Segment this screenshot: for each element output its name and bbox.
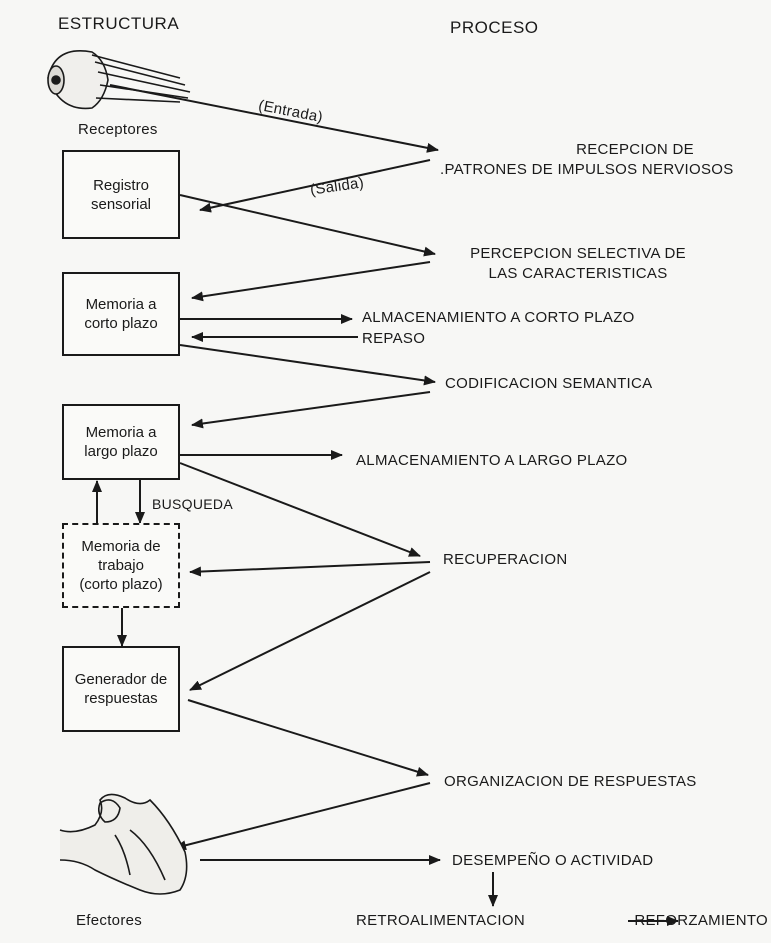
process-retrieval: RECUPERACION — [443, 551, 568, 568]
eye-icon — [47, 50, 191, 110]
arrow-input — [109, 84, 439, 153]
arrow-perception-to-stm — [191, 261, 431, 302]
process-reinforcement: REFORZAMIENTO — [634, 912, 768, 929]
effectors-label: Efectores — [76, 912, 143, 929]
process-response-organization: ORGANIZACION DE RESPUESTAS — [444, 773, 697, 790]
working-memory-box: Memoria de trabajo (corto plazo) — [62, 523, 180, 608]
sensory-register-box: Registro sensorial — [62, 150, 180, 239]
structure-header: ESTRUCTURA — [58, 14, 180, 33]
process-perception: PERCEPCION SELECTIVA DE LAS CARACTERISTI… — [448, 244, 708, 284]
arrow-sensory-to-perception — [179, 194, 436, 257]
response-generator-box: Generador de respuestas — [62, 646, 180, 732]
arrow-stm-to-coding — [179, 344, 436, 386]
perception-line1: PERCEPCION SELECTIVA DE — [470, 245, 686, 262]
arrow-organization-to-effectors — [174, 782, 431, 851]
process-header: PROCESO — [450, 18, 539, 37]
reception-line1: RECEPCION DE — [576, 141, 694, 158]
arrow-retrieval-to-generator — [189, 571, 431, 691]
process-performance: DESEMPEÑO O ACTIVIDAD — [452, 852, 654, 869]
process-short-term-storage: ALMACENAMIENTO A CORTO PLAZO — [362, 309, 635, 326]
reception-line2: .PATRONES DE IMPULSOS NERVIOSOS — [440, 161, 734, 178]
process-reception: RECEPCION DE .PATRONES DE IMPULSOS NERVI… — [440, 140, 770, 180]
arrow-retrieval-to-wm — [189, 561, 431, 577]
perception-line2: LAS CARACTERISTICAS — [488, 265, 668, 282]
arrow-ltm-to-retrieval — [179, 462, 421, 557]
arrow-generator-to-organization — [187, 699, 429, 777]
long-term-memory-box: Memoria a largo plazo — [62, 404, 180, 480]
receptors-label: Receptores — [78, 121, 158, 138]
process-long-term-storage: ALMACENAMIENTO A LARGO PLAZO — [356, 452, 628, 469]
process-feedback: RETROALIMENTACION — [356, 912, 526, 929]
arrow-coding-to-ltm — [191, 391, 431, 429]
short-term-memory-box: Memoria a corto plazo — [62, 272, 180, 356]
search-label: BUSQUEDA — [152, 496, 233, 512]
process-semantic-coding: CODIFICACION SEMANTICA — [445, 375, 653, 392]
arrow-output — [199, 159, 431, 213]
hand-icon — [59, 793, 188, 895]
process-rehearsal: REPASO — [362, 330, 426, 347]
